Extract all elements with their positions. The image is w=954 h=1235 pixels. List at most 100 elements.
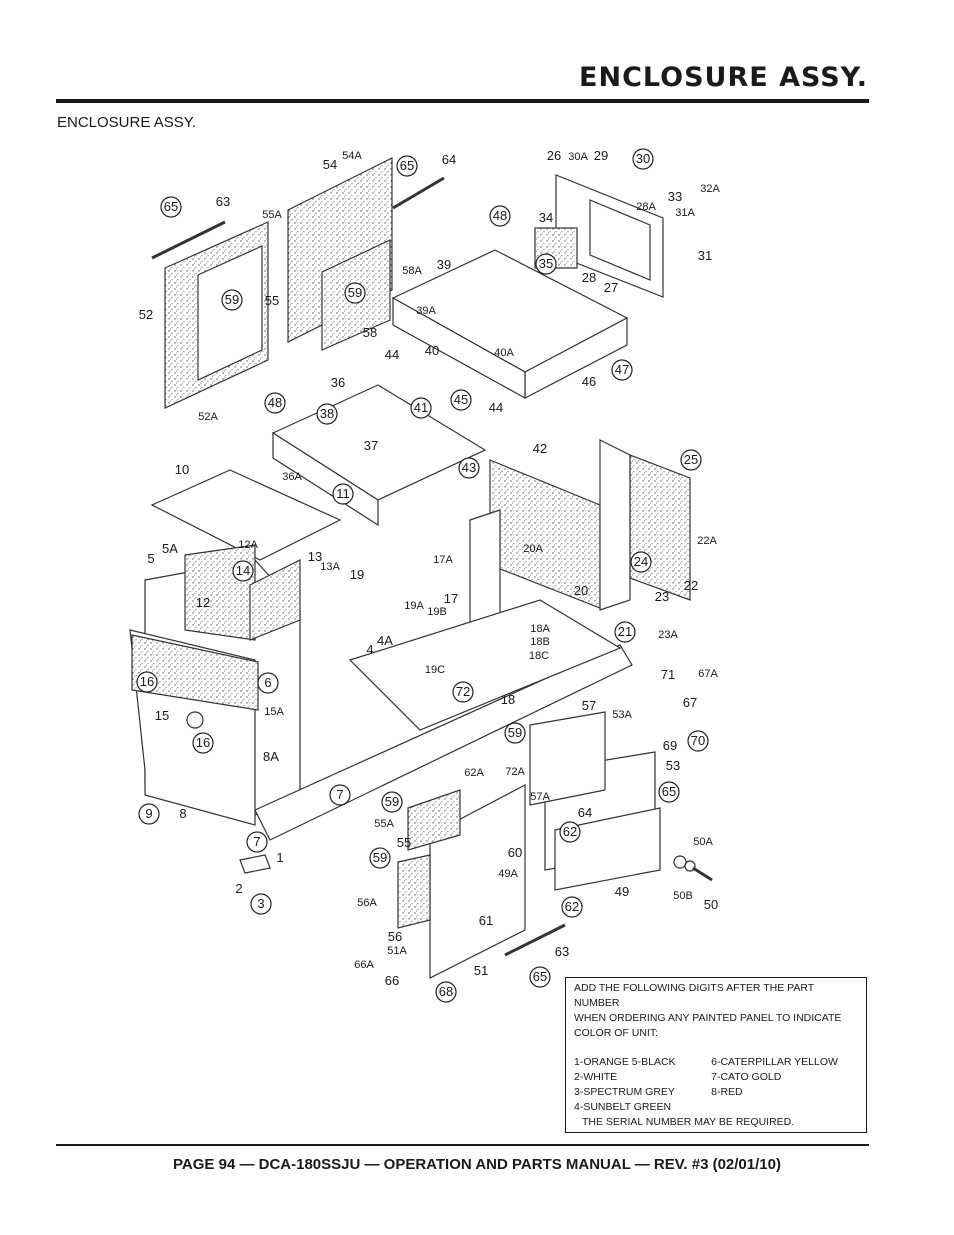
callout-63: 63 <box>555 944 569 959</box>
callout-57: 57 <box>582 698 596 713</box>
callout-label: 29 <box>594 148 608 163</box>
callout-label: 62A <box>464 767 484 779</box>
callout-label: 28A <box>636 201 656 213</box>
callout-56: 56 <box>388 929 402 944</box>
callout-24: 24 <box>630 551 652 573</box>
box-56 <box>397 854 431 929</box>
callout-label: 6 <box>264 675 271 690</box>
callout-5A: 5A <box>162 541 178 556</box>
callout-label: 10 <box>175 462 189 477</box>
callout-51: 51 <box>474 963 488 978</box>
panel-57 <box>529 711 606 806</box>
callout-label: 63 <box>555 944 569 959</box>
callout-45: 45 <box>450 389 472 411</box>
callout-label: 22A <box>697 535 717 547</box>
callout-7: 7 <box>329 784 351 806</box>
page-title: ENCLOSURE ASSY. <box>579 62 868 93</box>
color-2: 2-WHITE <box>574 1071 618 1083</box>
callout-62A: 62A <box>464 767 484 779</box>
callout-label: 46 <box>582 374 596 389</box>
callout-label: 49 <box>615 884 629 899</box>
callout-20A: 20A <box>523 543 543 555</box>
callout-label: 51 <box>474 963 488 978</box>
callout-35: 35 <box>535 253 557 275</box>
callout-circle <box>369 847 391 869</box>
section-subtitle: ENCLOSURE ASSY. <box>57 114 196 131</box>
callout-circle <box>250 893 272 915</box>
rail-63-lower <box>504 923 566 957</box>
callout-label: 44 <box>385 347 399 362</box>
callout-18: 18 <box>501 692 515 707</box>
callout-label: 18A <box>530 623 550 635</box>
callout-label: 42 <box>533 441 547 456</box>
callout-55A: 55A <box>374 818 394 830</box>
callout-46: 46 <box>582 374 596 389</box>
color-7: 7-CATO GOLD <box>711 1071 782 1083</box>
base-frame-inner <box>348 599 622 731</box>
callout-label: 49A <box>498 868 518 880</box>
callout-label: 65 <box>164 199 178 214</box>
callout-label: 20 <box>574 583 588 598</box>
note-line-1: ADD THE FOLLOWING DIGITS AFTER THE PART … <box>574 982 814 1009</box>
callout-72: 72 <box>452 681 474 703</box>
callout-circle <box>396 155 418 177</box>
note-line-3: COLOR OF UNIT: <box>574 1027 659 1039</box>
callout-13: 13 <box>308 549 322 564</box>
callout-circle <box>136 671 158 693</box>
callout-48: 48 <box>264 392 286 414</box>
callout-18A: 18A <box>530 623 550 635</box>
callout-label: 36A <box>282 471 302 483</box>
callout-circle <box>504 722 526 744</box>
callout-label: 65 <box>533 969 547 984</box>
callout-label: 67 <box>683 695 697 710</box>
callout-4A: 4A <box>377 633 393 648</box>
callout-label: 32A <box>700 183 720 195</box>
callout-label: 51A <box>387 945 407 957</box>
callout-label: 56A <box>357 897 377 909</box>
callout-label: 25 <box>684 452 698 467</box>
insulation-12 <box>184 544 256 641</box>
callout-49A: 49A <box>498 868 518 880</box>
door-8-knob <box>186 711 204 729</box>
panel-52-inner <box>197 245 263 381</box>
callout-19B: 19B <box>427 606 447 618</box>
callout-67: 67 <box>683 695 697 710</box>
callout-circle <box>535 253 557 275</box>
insulation-13 <box>249 559 301 641</box>
callout-label: 40A <box>494 347 514 359</box>
callout-53A: 53A <box>612 709 632 721</box>
callout-15: 15 <box>155 708 169 723</box>
callout-40A: 40A <box>494 347 514 359</box>
callout-67A: 67A <box>698 668 718 680</box>
callout-12: 12 <box>196 595 210 610</box>
callout-52: 52 <box>139 307 153 322</box>
callout-65: 65 <box>529 966 551 988</box>
callout-label: 57A <box>530 791 550 803</box>
callout-circle <box>138 803 160 825</box>
callout-36: 36 <box>331 375 345 390</box>
panel-49 <box>554 807 661 891</box>
callout-64: 64 <box>442 152 456 167</box>
callout-20: 20 <box>574 583 588 598</box>
washer-50B <box>684 860 696 872</box>
door-26-window <box>589 199 651 281</box>
callout-28: 28 <box>582 270 596 285</box>
callout-22: 22 <box>684 578 698 593</box>
callout-label: 57 <box>582 698 596 713</box>
callout-47: 47 <box>611 359 633 381</box>
callout-circle <box>658 781 680 803</box>
callout-30A: 30A <box>568 151 588 163</box>
callout-8A: 8A <box>263 749 279 764</box>
callout-label: 18C <box>529 650 549 662</box>
callout-label: 34 <box>539 210 553 225</box>
callout-label: 31A <box>675 207 695 219</box>
callout-label: 19 <box>350 567 364 582</box>
serial-note: THE SERIAL NUMBER MAY BE REQUIRED. <box>582 1116 795 1128</box>
callout-33: 33 <box>668 189 682 204</box>
callout-32A: 32A <box>700 183 720 195</box>
callout-54A: 54A <box>342 150 362 162</box>
callout-60: 60 <box>508 845 522 860</box>
callout-31A: 31A <box>675 207 695 219</box>
callout-label: 21 <box>618 624 632 639</box>
callout-circle <box>344 282 366 304</box>
